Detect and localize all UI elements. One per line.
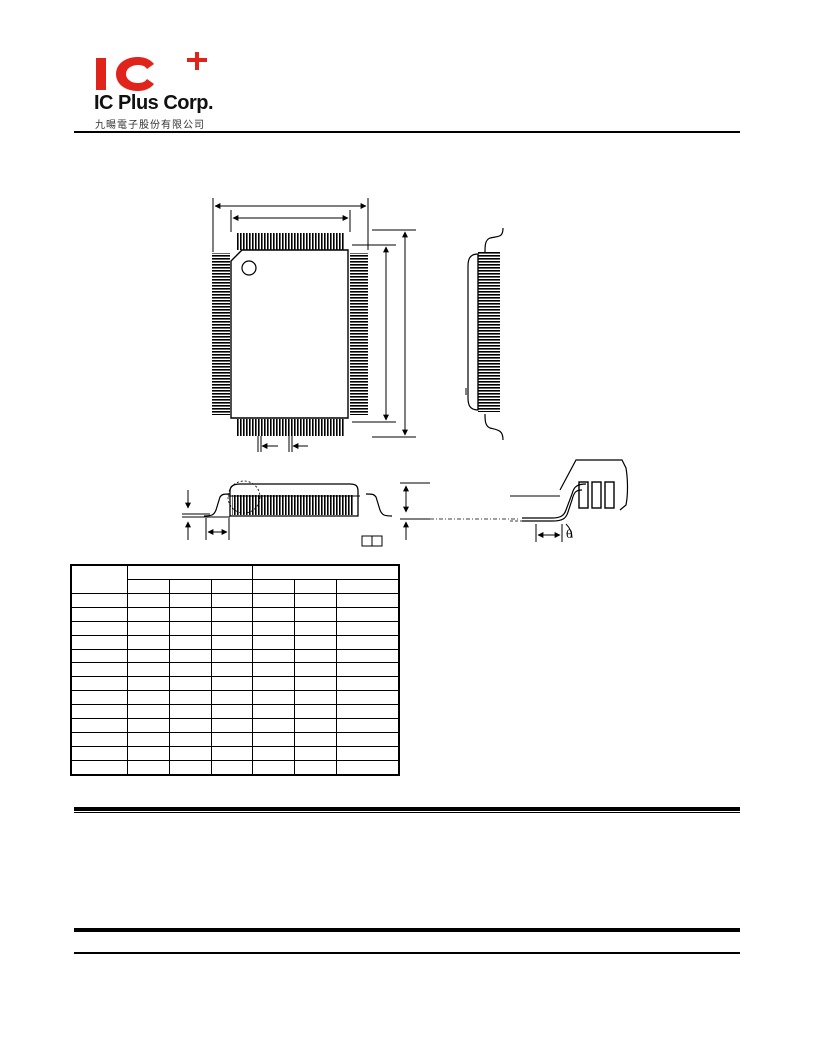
bottom-pins	[236, 419, 344, 436]
theta-label: θ	[566, 528, 573, 541]
dimension-table	[70, 564, 400, 776]
table-header-group-2	[252, 564, 400, 580]
table-header-symbol	[70, 564, 128, 594]
table-row	[70, 676, 400, 692]
footer-rule	[74, 952, 740, 954]
right-pins	[350, 253, 368, 415]
table-row	[70, 648, 400, 664]
table-row	[70, 592, 400, 608]
company-name-chinese: 九暘電子股份有限公司	[95, 120, 205, 131]
table-row	[70, 704, 400, 720]
table-row	[70, 759, 400, 776]
pin1-marker	[241, 260, 257, 276]
table-header-group-1	[126, 564, 254, 580]
top-view	[212, 198, 416, 452]
company-name: IC Plus Corp.	[94, 92, 214, 114]
table-row	[70, 732, 400, 748]
logo-plus-v	[195, 50, 199, 70]
left-pins	[212, 253, 230, 415]
ic-plus-logo	[92, 50, 222, 99]
header-rule	[74, 131, 740, 133]
top-pins	[236, 233, 344, 250]
table-row	[70, 620, 400, 636]
table-row	[70, 718, 400, 734]
logo-letter-i	[96, 58, 106, 90]
section-rule-1	[74, 807, 740, 811]
table-row	[70, 662, 400, 678]
logo-letter-c	[116, 57, 154, 91]
section-rule-2	[74, 928, 740, 932]
package-body	[230, 249, 349, 419]
lead-detail-view	[510, 459, 629, 542]
table-row	[70, 606, 400, 622]
front-view	[182, 480, 520, 547]
side-view	[465, 227, 504, 441]
section-rule-1-thin	[74, 812, 740, 813]
table-row	[70, 634, 400, 650]
table-row	[70, 746, 400, 761]
table-row	[70, 690, 400, 706]
